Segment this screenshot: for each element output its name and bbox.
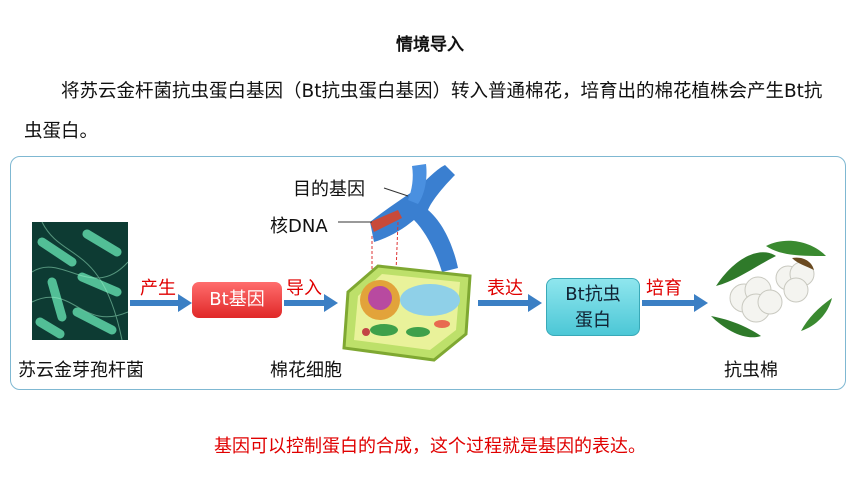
bacteria-label: 苏云金芽孢杆菌 [18, 360, 144, 381]
protein-line2: 蛋白 [575, 310, 611, 331]
arrow1-label: 产生 [140, 278, 176, 299]
arrow-cultivate [642, 294, 708, 312]
intro-paragraph: 将苏云金杆菌抗虫蛋白基因（Bt抗虫蛋白基因）转入普通棉花，培育出的棉花植株会产生… [24, 81, 823, 142]
cotton-label: 抗虫棉 [724, 360, 778, 381]
arrow4-label: 培育 [646, 278, 682, 299]
bacteria-image [31, 221, 129, 341]
diagram-panel [10, 156, 846, 390]
arrow-express [478, 294, 542, 312]
footer-note: 基因可以控制蛋白的合成，这个过程就是基因的表达。 [214, 436, 646, 457]
chromosome-image [370, 164, 458, 272]
plant-cell-image [342, 264, 472, 362]
target-gene-label: 目的基因 [293, 179, 365, 200]
slide-title: 情境导入 [396, 35, 464, 55]
protein-line1: Bt抗虫 [565, 284, 621, 305]
arrow2-label: 导入 [286, 278, 322, 299]
arrow-import [284, 294, 338, 312]
bt-gene-box: Bt基因 [192, 282, 282, 318]
nuclear-dna-label: 核DNA [270, 216, 328, 237]
bt-protein-box: Bt抗虫 蛋白 [546, 278, 640, 336]
arrow-produce [130, 294, 192, 312]
cell-label: 棉花细胞 [270, 360, 342, 381]
cotton-image [711, 240, 832, 338]
arrow3-label: 表达 [487, 278, 523, 299]
